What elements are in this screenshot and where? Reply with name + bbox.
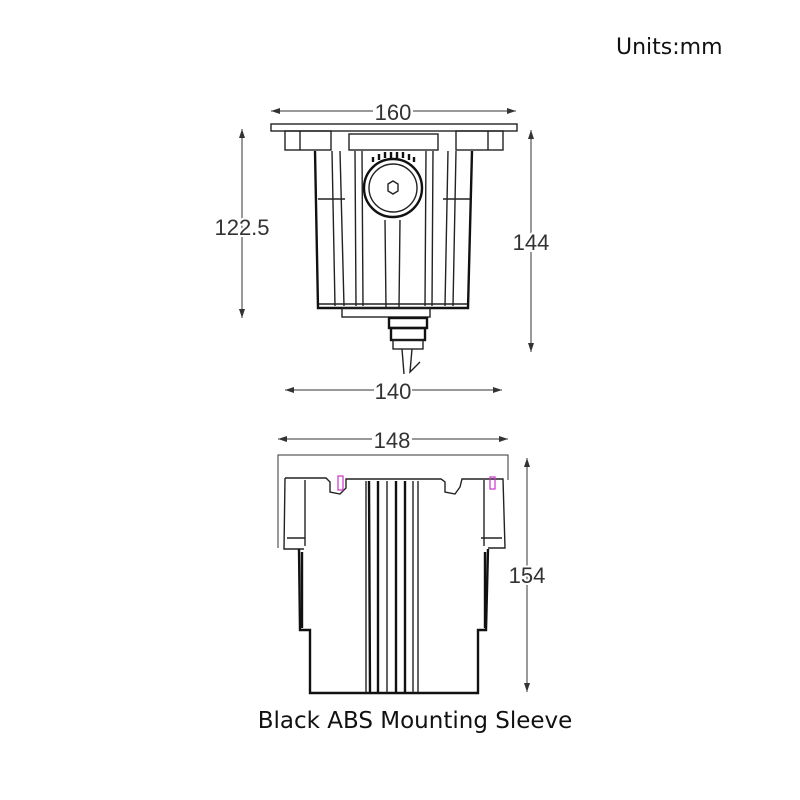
dimension-148: 148 bbox=[278, 428, 508, 453]
dim-154-text: 154 bbox=[509, 563, 546, 588]
dim-140-text: 140 bbox=[375, 379, 412, 404]
dimension-140: 140 bbox=[285, 379, 502, 404]
dim-144-text: 144 bbox=[513, 230, 550, 255]
fixture-drawing bbox=[270, 123, 518, 375]
dimension-144: 144 bbox=[511, 130, 551, 352]
dim-160-text: 160 bbox=[375, 100, 412, 125]
dimension-154: 154 bbox=[507, 458, 547, 692]
marker-left bbox=[337, 475, 344, 491]
units-label: Units:mm bbox=[616, 35, 723, 60]
dimension-160: 160 bbox=[271, 100, 516, 125]
sleeve-drawing bbox=[277, 454, 509, 695]
dim-148-text: 148 bbox=[374, 428, 411, 453]
caption: Black ABS Mounting Sleeve bbox=[257, 708, 573, 734]
dim-122-5-text: 122.5 bbox=[214, 215, 269, 240]
marker-right bbox=[489, 476, 496, 490]
dimension-122-5: 122.5 bbox=[212, 129, 272, 318]
